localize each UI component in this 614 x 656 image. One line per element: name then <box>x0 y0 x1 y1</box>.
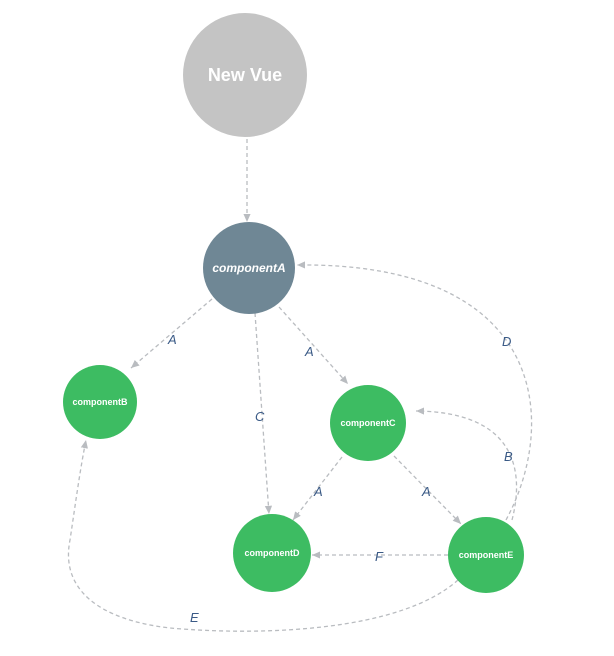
edge-label-e-to-c: B <box>504 449 513 464</box>
edge-componentA-to-componentC <box>278 306 349 385</box>
edge-label-c-to-d: A <box>313 484 323 499</box>
edge-componentC-to-componentD <box>292 456 343 521</box>
node-componentD-circle <box>233 514 311 592</box>
node-componentB[interactable]: componentB <box>63 365 137 439</box>
node-newvue[interactable]: New Vue <box>183 13 307 137</box>
nodes: New Vue componentA componentB componentC… <box>63 13 524 593</box>
edge-componentA-to-componentB <box>130 298 213 369</box>
edge-label-a-to-b: A <box>167 332 177 347</box>
node-newvue-circle <box>183 13 307 137</box>
node-componentE[interactable]: componentE <box>448 517 524 593</box>
edge-label-e-to-a: D <box>502 334 511 349</box>
node-componentA-circle <box>203 222 295 314</box>
node-componentC-circle <box>330 385 406 461</box>
edge-label-c-to-e: A <box>421 484 431 499</box>
edge-label-a-to-d: C <box>255 409 265 424</box>
edge-label-a-to-c: A <box>304 344 314 359</box>
node-componentB-circle <box>63 365 137 439</box>
node-componentA[interactable]: componentA <box>203 222 295 314</box>
node-componentC-label: componentC <box>341 418 396 428</box>
node-componentC[interactable]: componentC <box>330 385 406 461</box>
node-componentD-label: componentD <box>245 548 300 558</box>
node-componentB-label: componentB <box>73 397 128 407</box>
edge-componentA-to-componentD <box>254 312 273 515</box>
node-componentA-label: componentA <box>212 261 285 275</box>
edge-componentE-to-componentC <box>415 407 518 521</box>
edge-label-e-to-d: F <box>375 549 384 564</box>
edge-label-e-to-b: E <box>190 610 199 625</box>
node-componentD[interactable]: componentD <box>233 514 311 592</box>
node-newvue-label: New Vue <box>208 65 282 85</box>
node-componentE-label: componentE <box>459 550 514 560</box>
edge-componentE-to-componentB <box>67 439 459 632</box>
edge-componentE-to-componentA <box>296 261 533 521</box>
edges: A A C A A F B D E <box>67 139 533 632</box>
node-componentE-circle <box>448 517 524 593</box>
edge-componentC-to-componentE <box>393 455 462 525</box>
